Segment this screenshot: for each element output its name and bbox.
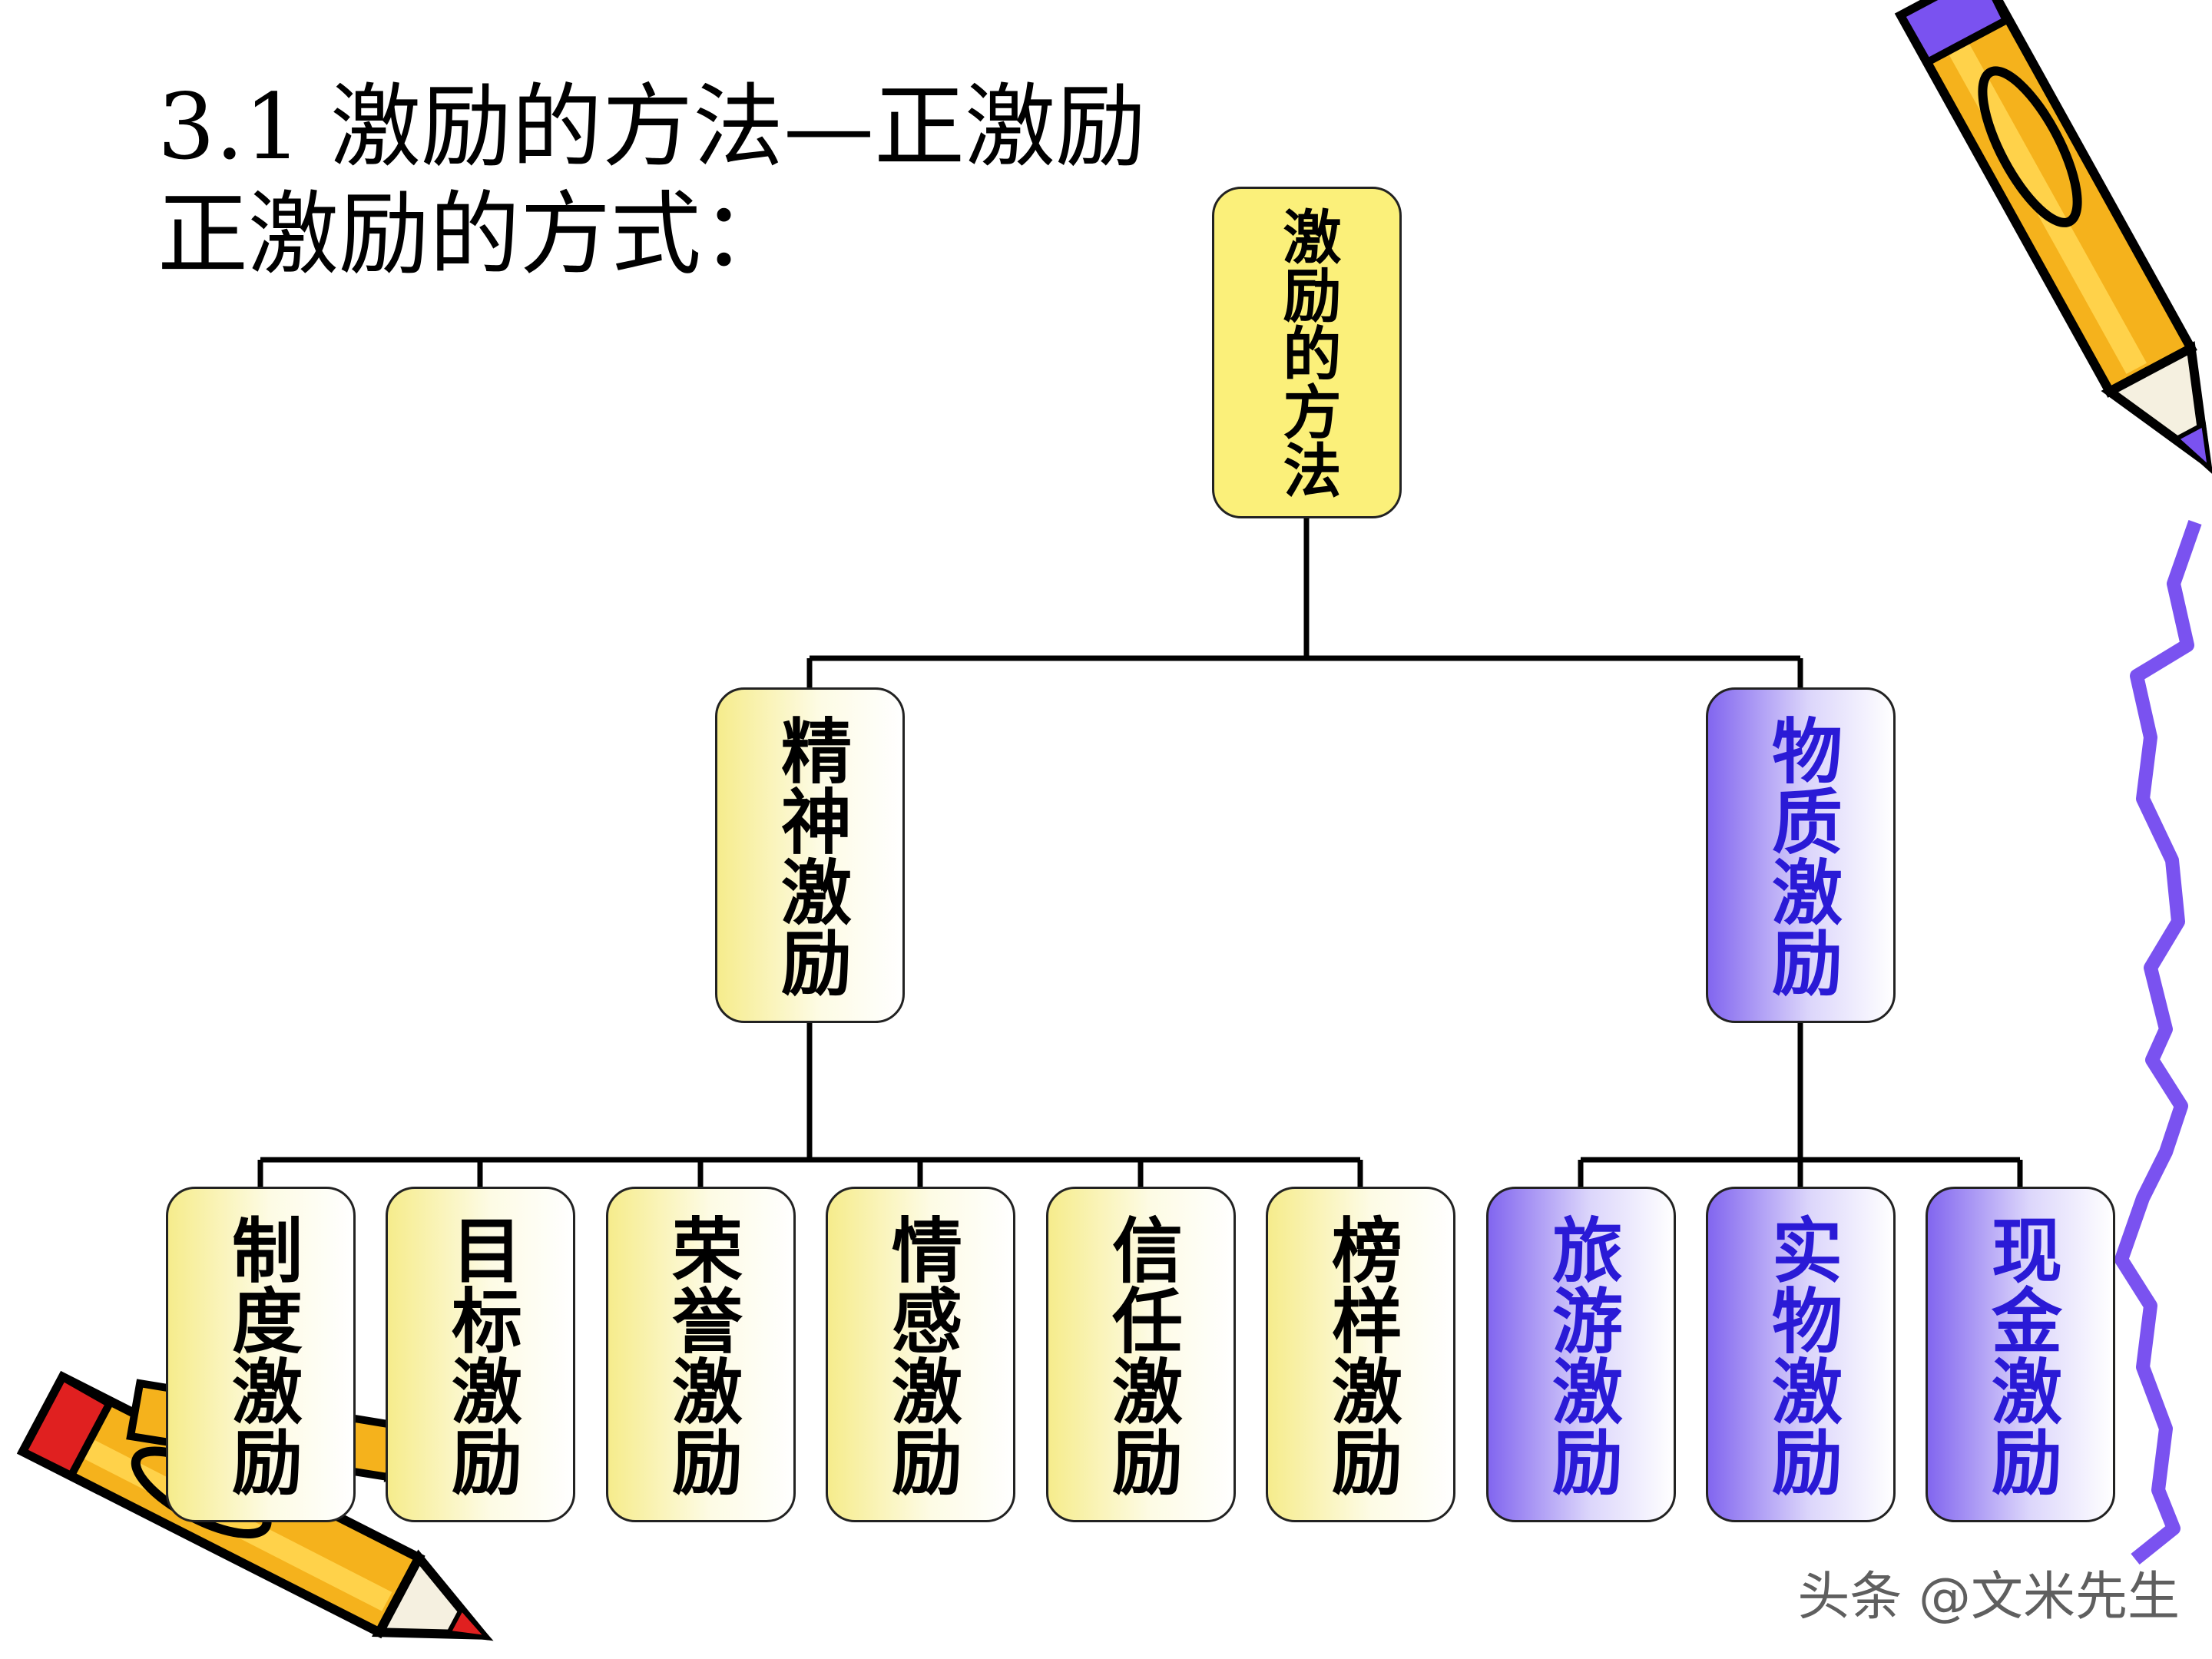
node-spiritual: 精神激励 (715, 687, 905, 1023)
watermark: 头条 @文米先生 (1797, 1567, 2180, 1628)
node-spiritual-label: 精神激励 (769, 714, 852, 997)
page-title: 3.1 激励的方法—正激励 (157, 74, 1147, 180)
squiggle-decoration (2114, 520, 2202, 1565)
leaf-label: 情感激励 (879, 1213, 962, 1496)
leaf-label: 榜样激励 (1320, 1213, 1402, 1496)
leaf-spiritual: 目标激励 (386, 1187, 575, 1522)
node-root-label: 激励的方法 (1273, 207, 1342, 498)
leaf-material: 旅游激励 (1486, 1187, 1676, 1522)
leaf-label: 实物激励 (1760, 1213, 1843, 1496)
node-material-label: 物质激励 (1760, 714, 1843, 997)
leaf-spiritual: 信任激励 (1046, 1187, 1236, 1522)
connector-lines (257, 518, 2023, 1187)
leaf-spiritual: 荣誉激励 (606, 1187, 796, 1522)
leaf-spiritual: 情感激励 (826, 1187, 1015, 1522)
leaf-label: 信任激励 (1100, 1213, 1183, 1496)
leaf-label: 目标激励 (439, 1213, 522, 1496)
leaf-label: 现金激励 (1979, 1213, 2062, 1496)
leaf-material: 现金激励 (1926, 1187, 2115, 1522)
leaf-label: 旅游激励 (1540, 1213, 1623, 1496)
leaf-spiritual: 榜样激励 (1266, 1187, 1455, 1522)
node-root: 激励的方法 (1212, 187, 1402, 518)
leaf-material: 实物激励 (1706, 1187, 1896, 1522)
leaf-label: 制度激励 (220, 1213, 303, 1496)
pencil-icon (1894, 0, 2212, 475)
leaf-spiritual: 制度激励 (166, 1187, 356, 1522)
node-material: 物质激励 (1706, 687, 1896, 1023)
leaf-label: 荣誉激励 (660, 1213, 743, 1496)
page-subtitle: 正激励的方式： (157, 181, 793, 287)
